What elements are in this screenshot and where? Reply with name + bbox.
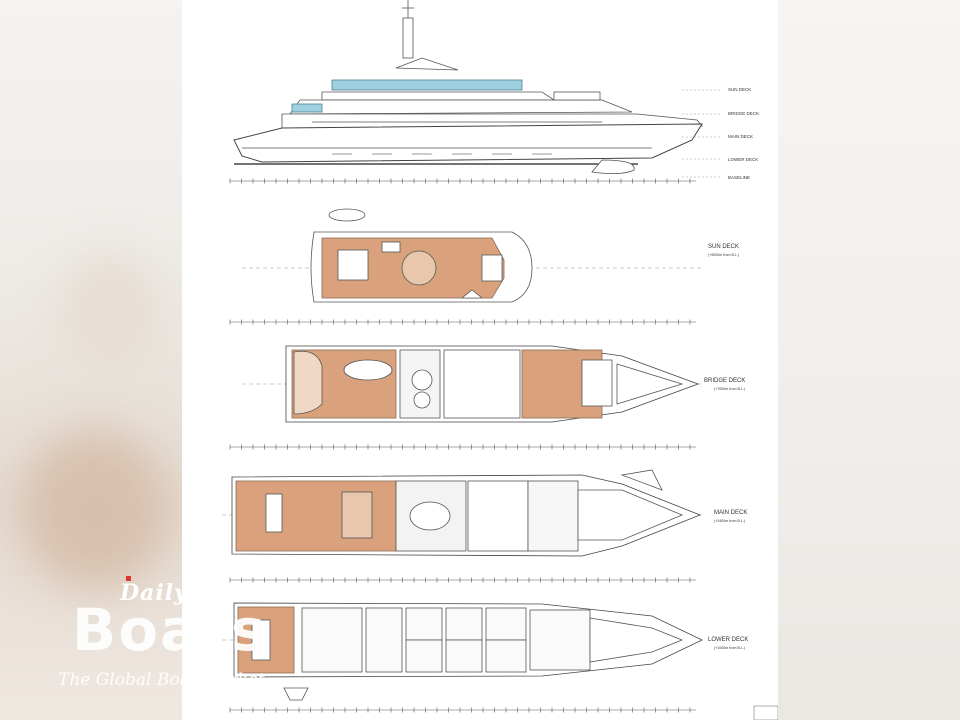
main-deck-title: MAIN DECK [714, 510, 747, 516]
watermark-tagline: The Global Boat Market [58, 670, 265, 690]
blurred-background-right [778, 0, 960, 720]
blurred-background-left [0, 0, 185, 720]
profile-label-main-deck: MAIN DECK [728, 134, 753, 139]
ga-drawing: SUN DECK BRIDGE DECK MAIN DECK LOWER DEC… [222, 0, 778, 720]
profile-view [233, 0, 722, 178]
lower-deck-ruler [229, 707, 696, 713]
dailyboats-watermark: Daily Boats The Global Boat Market [58, 576, 318, 708]
main-deck-ruler [229, 577, 696, 583]
sun-deck-height: (+9000m from B.L.) [708, 253, 739, 257]
bridge-deck-height: (+7000m from B.L.) [714, 387, 745, 391]
lower-deck-height: (+1000m from B.L.) [714, 646, 745, 650]
sun-deck-title: SUN DECK [708, 244, 739, 250]
watermark-daily: Daily [120, 580, 188, 606]
lower-deck-plan [222, 602, 703, 701]
title-block [753, 705, 778, 720]
sun-deck-plan [242, 208, 702, 303]
watermark-flag-icon [126, 576, 131, 581]
profile-label-lower-deck: LOWER DECK [728, 157, 758, 162]
bridge-deck-ruler [229, 444, 696, 450]
general-arrangement-sheet: SUN DECK BRIDGE DECK MAIN DECK LOWER DEC… [182, 0, 778, 720]
profile-label-sun-deck: SUN DECK [728, 87, 751, 92]
profile-label-bridge-deck: BRIDGE DECK [728, 111, 759, 116]
main-deck-plan [222, 469, 702, 557]
sun-deck-ruler [229, 319, 696, 325]
profile-label-baseline: BASELINE [728, 175, 750, 180]
lower-deck-title: LOWER DECK [708, 637, 748, 643]
main-deck-height: (+3400m from B.L.) [714, 519, 745, 523]
bridge-deck-plan [242, 345, 702, 423]
watermark-boats: Boats [72, 596, 268, 664]
bridge-deck-title: BRIDGE DECK [704, 378, 745, 384]
profile-frame-ruler [229, 178, 696, 184]
